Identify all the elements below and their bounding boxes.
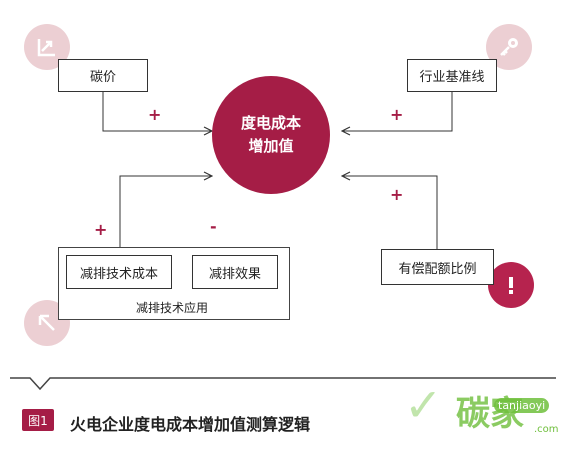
- sign-industry-baseline: +: [390, 105, 404, 124]
- connector-quota-ratio: [342, 176, 438, 249]
- figure-badge: 图1: [22, 409, 54, 431]
- connector-tech-application: [119, 176, 212, 247]
- node-carbon-price-label: 碳价: [89, 70, 116, 85]
- node-industry-baseline-label: 行业基准线: [419, 70, 485, 85]
- node-quota-ratio: 有偿配额比例: [381, 249, 494, 285]
- watermark-logo-mark: ✓: [404, 378, 443, 432]
- sign-tech-effect: -: [210, 217, 217, 236]
- node-tech-effect-label: 减排效果: [208, 266, 261, 282]
- node-tech-effect: 减排效果: [192, 255, 278, 289]
- node-tech-cost: 减排技术成本: [66, 255, 172, 289]
- node-tech-cost-label: 减排技术成本: [79, 266, 158, 282]
- watermark-pinyin: tanjiaoyi: [494, 398, 550, 413]
- center-line1: 度电成本: [240, 114, 301, 132]
- watermark-domain: .com: [534, 424, 559, 435]
- center-node: 度电成本 增加值: [212, 76, 330, 194]
- node-carbon-price: 碳价: [58, 59, 148, 92]
- group-tech-application-label: 减排技术应用: [136, 301, 209, 315]
- node-industry-baseline: 行业基准线: [407, 59, 497, 92]
- node-quota-ratio-label: 有偿配额比例: [398, 261, 477, 277]
- center-line2: 增加值: [248, 137, 294, 155]
- connector-industry-baseline: [342, 92, 453, 131]
- sign-quota-ratio: +: [390, 185, 404, 204]
- connector-carbon-price: [102, 92, 212, 131]
- alert-icon: [488, 262, 534, 308]
- arrow-up-left-icon: [24, 300, 70, 346]
- sign-carbon-price: +: [148, 105, 162, 124]
- sign-tech-cost: +: [94, 220, 108, 239]
- caption-rule: [10, 377, 556, 391]
- caption-title: 火电企业度电成本增加值测算逻辑: [70, 415, 311, 434]
